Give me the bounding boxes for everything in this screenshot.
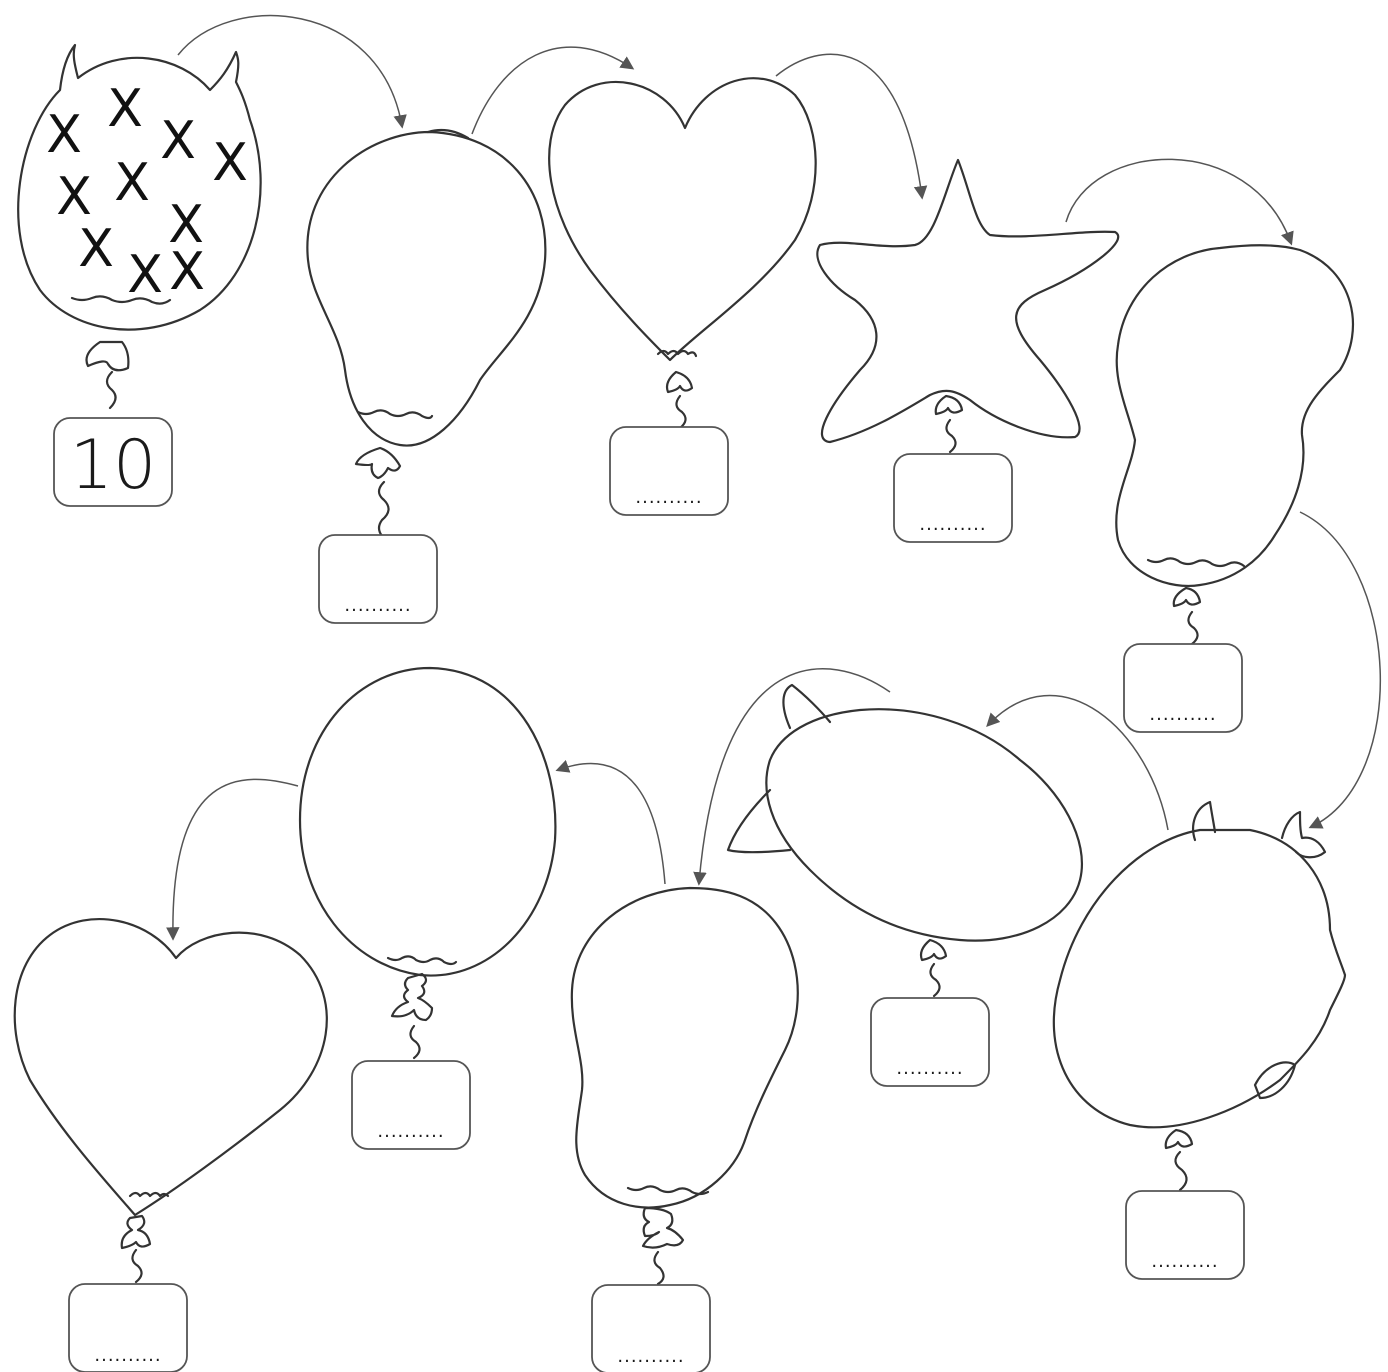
balloon-3 <box>549 78 816 428</box>
balloon-icon <box>1116 245 1353 586</box>
balloon-icon <box>766 709 1082 940</box>
balloon-10 <box>15 919 327 1282</box>
answer-blank-4: .......... <box>919 514 986 535</box>
balloon-9 <box>300 668 555 1058</box>
x-mark: X <box>56 167 92 227</box>
x-mark: X <box>169 242 205 302</box>
arrow-icon <box>178 16 402 126</box>
balloon-7 <box>728 685 1082 996</box>
balloon-icon <box>307 132 545 446</box>
arrow-icon <box>173 779 298 938</box>
balloon-icon <box>572 888 798 1207</box>
arrow-icon <box>472 47 632 134</box>
x-mark: X <box>212 133 248 193</box>
star-balloon-icon <box>817 160 1118 442</box>
balloon-4 <box>817 160 1118 452</box>
heart-balloon-icon <box>15 919 327 1215</box>
answer-value-1: 10 <box>70 426 157 505</box>
answer-blank-9: .......... <box>377 1121 444 1142</box>
answer-blank-8: .......... <box>617 1346 684 1367</box>
answer-blank-5: .......... <box>1149 704 1216 725</box>
answer-blank-10: .......... <box>94 1345 161 1366</box>
arrow-icon <box>558 763 665 884</box>
answer-blank-7: .......... <box>896 1058 963 1079</box>
x-mark: X <box>127 245 163 305</box>
arrow-icon <box>776 54 922 197</box>
x-mark: X <box>160 111 196 171</box>
x-mark: X <box>46 105 82 165</box>
balloon-icon <box>300 668 555 976</box>
balloon-2 <box>307 130 545 536</box>
x-mark: X <box>114 153 150 213</box>
balloon-6 <box>1054 802 1345 1190</box>
answer-blank-6: .......... <box>1151 1251 1218 1272</box>
balloon-icon <box>1054 830 1345 1127</box>
x-mark: X <box>107 79 143 139</box>
heart-balloon-icon <box>549 78 816 360</box>
x-mark: X <box>78 219 114 279</box>
balloon-5 <box>1116 245 1353 644</box>
arrow-icon <box>1066 159 1291 243</box>
arrow-icon <box>1300 512 1380 827</box>
answer-blank-3: .......... <box>635 487 702 508</box>
balloon-8 <box>572 888 798 1284</box>
answer-blank-2: .......... <box>344 595 411 616</box>
